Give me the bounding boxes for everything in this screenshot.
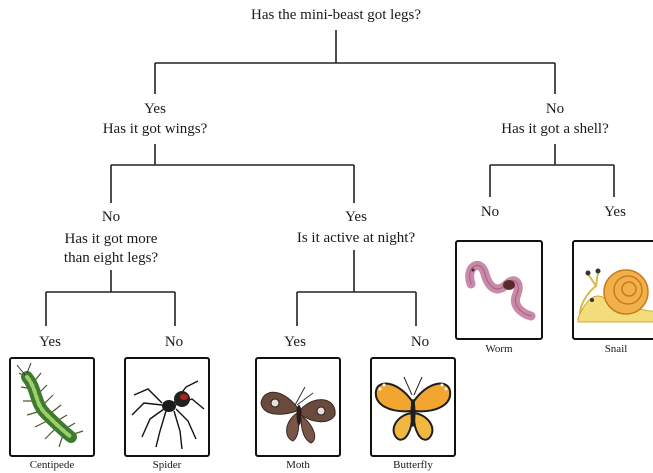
wings-no-question-line2: than eight legs? bbox=[63, 250, 159, 266]
moth-caption: Moth bbox=[286, 459, 310, 471]
butterfly-card bbox=[370, 357, 456, 457]
legs-no-answer: No bbox=[545, 101, 565, 117]
legs8-no-answer: No bbox=[164, 334, 184, 350]
butterfly-caption: Butterfly bbox=[393, 459, 433, 471]
snail-card bbox=[572, 240, 653, 340]
root-question: Has the mini-beast got legs? bbox=[251, 7, 421, 23]
spider-card bbox=[124, 357, 210, 457]
wings-yes-connector bbox=[296, 250, 417, 326]
moth-illustration bbox=[260, 386, 336, 444]
legs-no-question: Has it got a shell? bbox=[501, 121, 609, 137]
centipede-caption: Centipede bbox=[29, 459, 75, 471]
moth-card bbox=[255, 357, 341, 457]
shell-no-answer: No bbox=[480, 204, 500, 220]
legs-yes-answer: Yes bbox=[144, 101, 166, 117]
wings-no-answer: No bbox=[101, 209, 121, 225]
snail-caption: Snail bbox=[604, 343, 628, 355]
night-yes-answer: Yes bbox=[284, 334, 306, 350]
wings-yes-question: Is it active at night? bbox=[296, 230, 416, 246]
legs-no-connector bbox=[489, 144, 615, 197]
centipede-illustration bbox=[16, 362, 84, 448]
legs-yes-connector bbox=[110, 144, 355, 203]
spider-illustration bbox=[131, 380, 205, 450]
wings-no-question-line1: Has it got more bbox=[64, 231, 158, 247]
spider-caption: Spider bbox=[152, 459, 182, 471]
butterfly-illustration bbox=[374, 376, 452, 441]
wings-no-connector bbox=[45, 270, 176, 326]
legs8-yes-answer: Yes bbox=[39, 334, 61, 350]
worm-card bbox=[455, 240, 543, 340]
wings-yes-answer: Yes bbox=[345, 209, 367, 225]
shell-yes-answer: Yes bbox=[604, 204, 626, 220]
night-no-answer: No bbox=[410, 334, 430, 350]
root-connector bbox=[154, 30, 556, 94]
worm-caption: Worm bbox=[485, 343, 513, 355]
legs-yes-question: Has it got wings? bbox=[102, 121, 208, 137]
centipede-card bbox=[9, 357, 95, 457]
snail-illustration bbox=[577, 268, 653, 323]
worm-illustration bbox=[465, 261, 536, 321]
